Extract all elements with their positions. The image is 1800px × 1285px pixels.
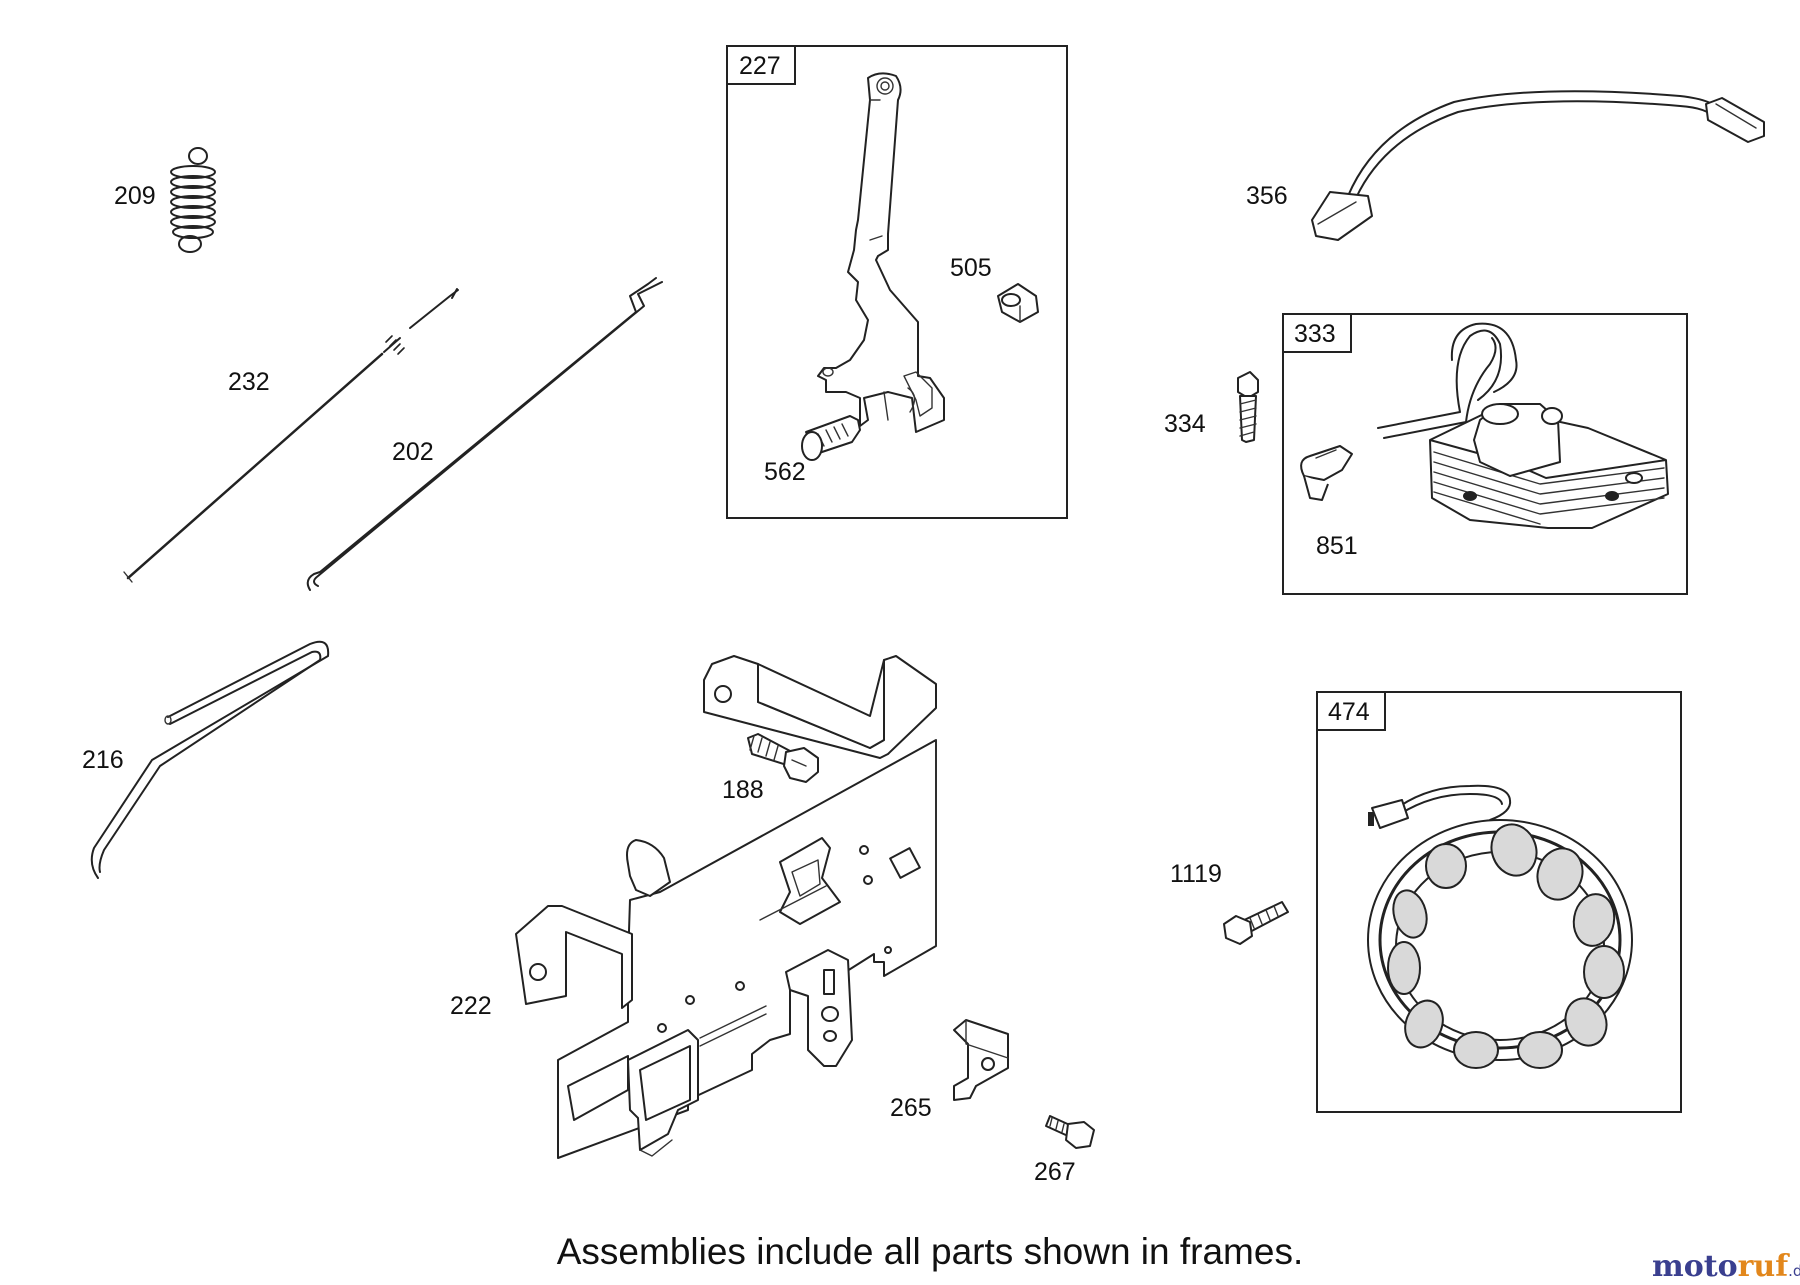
- stator-474-drawing: [1367, 784, 1633, 1069]
- clip-265-drawing: [953, 1019, 1009, 1101]
- nut-505-drawing: [997, 283, 1039, 323]
- wire-216-drawing: [90, 640, 330, 879]
- wire-356-drawing: [1311, 90, 1765, 241]
- spring-209-drawing: [170, 147, 216, 253]
- callout-505: 505: [950, 254, 992, 282]
- callout-356: 356: [1246, 182, 1288, 210]
- callout-474: 474: [1328, 698, 1370, 726]
- rod-202-drawing: [306, 277, 663, 591]
- watermark-logo: motoruf.de: [1652, 1249, 1800, 1284]
- callout-334: 334: [1164, 410, 1206, 438]
- callout-202: 202: [392, 438, 434, 466]
- callout-333: 333: [1294, 320, 1336, 348]
- watermark-part1: moto: [1652, 1249, 1738, 1284]
- callout-851: 851: [1316, 532, 1358, 560]
- bolt-1119-drawing: [1223, 901, 1289, 945]
- screw-562-drawing: [801, 415, 861, 461]
- bolt-188-drawing: [747, 733, 819, 783]
- callout-1119: 1119: [1170, 860, 1222, 888]
- callout-267: 267: [1034, 1158, 1076, 1186]
- bracket-222-drawing: [515, 655, 937, 1159]
- callout-562: 562: [764, 458, 806, 486]
- screw-334-drawing: [1237, 371, 1259, 443]
- frame-474: [1316, 691, 1682, 1113]
- frame-227: [726, 45, 1068, 519]
- screw-267-drawing: [1045, 1115, 1095, 1149]
- frame-333: [1282, 313, 1688, 595]
- diagram-caption: Assemblies include all parts shown in fr…: [557, 1231, 1304, 1272]
- callout-209: 209: [114, 182, 156, 210]
- callout-232: 232: [228, 368, 270, 396]
- module-333-drawing: [1300, 322, 1669, 529]
- watermark-part2: ruf: [1738, 1249, 1791, 1284]
- watermark-suffix: .de: [1788, 1262, 1800, 1280]
- callout-188: 188: [722, 776, 764, 804]
- lever-227-drawing: [817, 72, 945, 433]
- watermark-text: motoruf.de: [1652, 1249, 1800, 1284]
- callout-216: 216: [82, 746, 124, 774]
- callout-265: 265: [890, 1094, 932, 1122]
- callout-227: 227: [739, 52, 781, 80]
- rod-232-drawing: [123, 288, 459, 583]
- callout-222: 222: [450, 992, 492, 1020]
